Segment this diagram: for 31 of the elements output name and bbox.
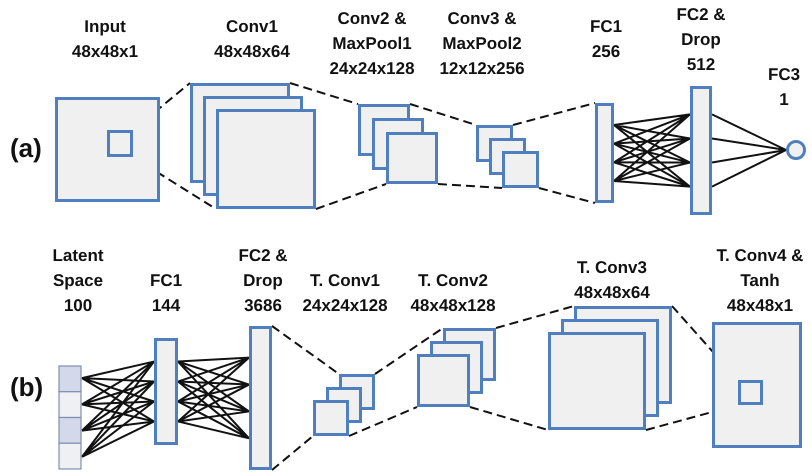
layer-label: T. Conv2 48x48x128 bbox=[409, 270, 497, 317]
layer-label: Latent Space 100 bbox=[52, 245, 104, 317]
layer-label: Conv1 48x48x64 bbox=[213, 16, 291, 63]
layer-label: Input 48x48x1 bbox=[70, 16, 140, 63]
dense-connections bbox=[613, 113, 691, 188]
projection-line bbox=[290, 82, 358, 105]
projection-line bbox=[538, 187, 596, 204]
layer-label: T. Conv1 24x24x128 bbox=[301, 270, 389, 317]
dense-connections bbox=[711, 113, 787, 188]
layer-label: FC2 & Drop 512 bbox=[675, 4, 727, 76]
projection-line bbox=[271, 435, 314, 471]
projection-line bbox=[316, 183, 386, 210]
layer-label: FC3 1 bbox=[766, 64, 802, 111]
layer-label: FC1 256 bbox=[588, 16, 624, 63]
layer-label: T. Conv4 & Tanh 48x48x1 bbox=[716, 245, 804, 317]
projection-line bbox=[438, 183, 502, 189]
projection-line bbox=[512, 102, 596, 126]
layer-label: T. Conv3 48x48x64 bbox=[573, 257, 651, 304]
layer-label: FC2 & Drop 3686 bbox=[237, 245, 289, 317]
dense-connections bbox=[81, 360, 155, 458]
projection-line bbox=[470, 406, 548, 431]
layer-label: Conv2 & MaxPool1 24x24x128 bbox=[328, 8, 416, 80]
projection-line bbox=[348, 406, 418, 437]
panel-label: (b) bbox=[10, 372, 44, 403]
layer-label: FC1 144 bbox=[148, 270, 184, 317]
projection-line bbox=[496, 305, 574, 329]
projection-line bbox=[374, 327, 444, 375]
dense-connections bbox=[177, 356, 250, 440]
projection-line bbox=[271, 325, 340, 375]
layer-label: Conv3 & MaxPool2 12x12x256 bbox=[438, 8, 526, 80]
panel-label: (a) bbox=[10, 133, 42, 164]
